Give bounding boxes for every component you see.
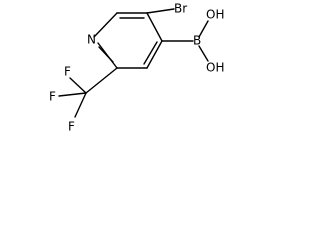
boron-atom-label: B — [193, 34, 201, 48]
bond-c3-c4 — [146, 12, 163, 42]
bond-c4-c5-inner — [143, 41, 158, 65]
bond-c4-c5 — [146, 40, 163, 69]
bond-cf3-f-top — [69, 77, 87, 94]
bond-c6-n-inner — [98, 46, 114, 63]
hydroxyl-lower-label: OH — [206, 61, 224, 75]
structure-canvas: N Br B OH OH F F F — [0, 0, 233, 138]
fluorine-left-label: F — [49, 90, 56, 104]
hydroxyl-upper-label: OH — [206, 8, 224, 22]
molecule-diagram: N Br B OH OH F F F — [49, 2, 224, 134]
bond-b-oh-upper — [198, 20, 209, 38]
fluorine-bottom-label: F — [68, 120, 75, 134]
bond-cf3-f-left — [58, 92, 87, 97]
bond-b-oh-lower — [198, 45, 209, 62]
bond-cf3-f-bottom — [74, 92, 87, 118]
nitrogen-atom-label: N — [87, 33, 96, 47]
bond-c6-cf3 — [85, 67, 118, 94]
bond-n-c2 — [93, 12, 118, 38]
bond-c3-br — [146, 8, 175, 14]
fluorine-top-label: F — [64, 65, 71, 79]
bromine-atom-label: Br — [174, 2, 187, 16]
